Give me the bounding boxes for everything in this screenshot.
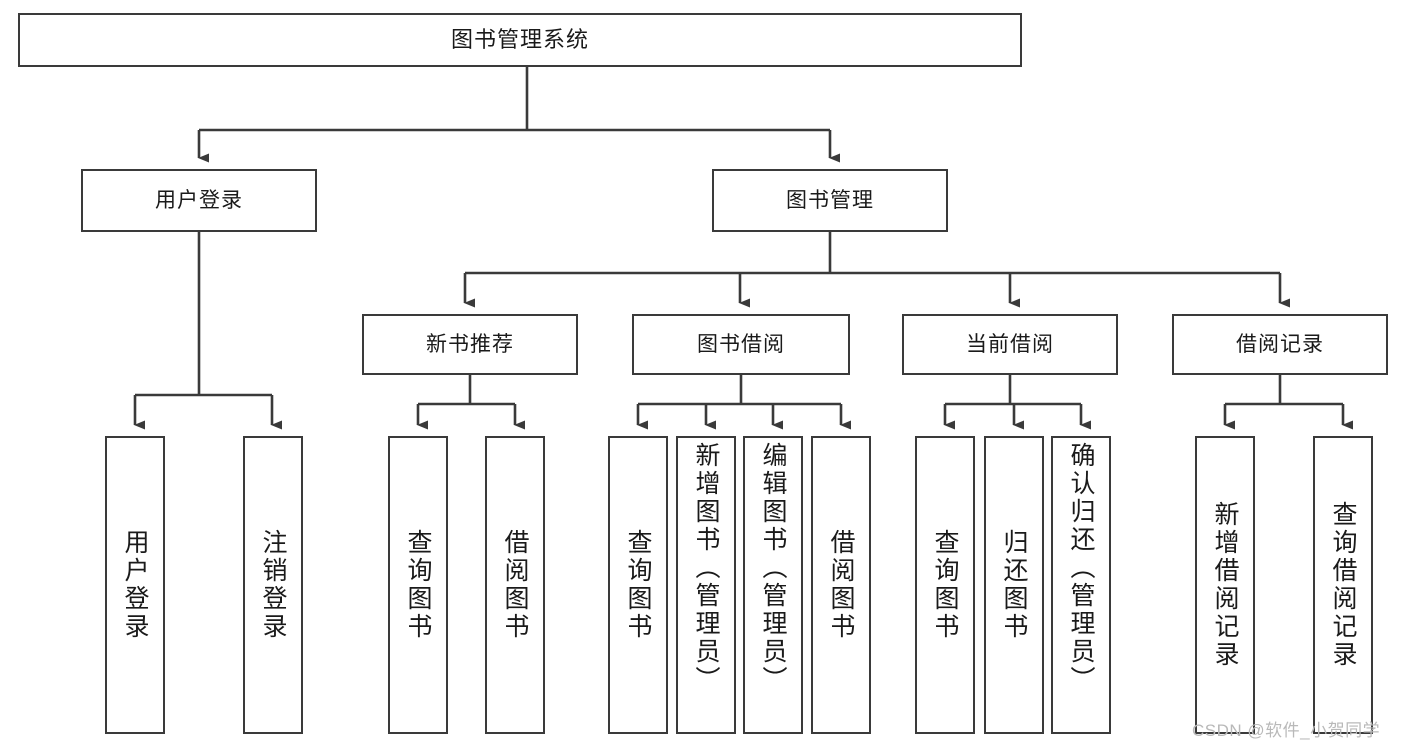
node-leaf-query-book-3-label: 查询图书 <box>931 529 959 641</box>
node-leaf-query-book-2[interactable]: 查询图书 <box>608 436 668 734</box>
node-book-borrow-label: 图书借阅 <box>697 332 785 356</box>
node-leaf-query-book-2-label: 查询图书 <box>624 529 652 641</box>
node-current-borrow-label: 当前借阅 <box>966 332 1054 356</box>
node-borrow-record-label: 借阅记录 <box>1236 332 1324 356</box>
node-leaf-query-book-1-label: 查询图书 <box>404 529 432 641</box>
node-leaf-edit-book-admin[interactable]: 编辑图书（管理员） <box>743 436 803 734</box>
node-leaf-borrow-book-1[interactable]: 借阅图书 <box>485 436 545 734</box>
node-leaf-query-book-1[interactable]: 查询图书 <box>388 436 448 734</box>
node-leaf-borrow-book-2-label: 借阅图书 <box>827 529 855 641</box>
node-leaf-borrow-book-1-label: 借阅图书 <box>501 529 529 641</box>
csdn-watermark: CSDN @软件_小贺同学 <box>1192 721 1381 740</box>
node-leaf-return-book[interactable]: 归还图书 <box>984 436 1044 734</box>
node-borrow-record[interactable]: 借阅记录 <box>1172 314 1388 375</box>
node-leaf-confirm-return-admin-label: 确认归还（管理员） <box>1067 442 1095 694</box>
node-user-login-label: 用户登录 <box>155 188 243 212</box>
node-leaf-user-login-label: 用户登录 <box>121 529 149 641</box>
node-book-manage[interactable]: 图书管理 <box>712 169 948 232</box>
node-leaf-return-book-label: 归还图书 <box>1000 529 1028 641</box>
node-leaf-query-book-3[interactable]: 查询图书 <box>915 436 975 734</box>
node-leaf-add-book-admin[interactable]: 新增图书（管理员） <box>676 436 736 734</box>
node-leaf-query-borrow-record-label: 查询借阅记录 <box>1329 501 1357 669</box>
node-book-manage-label: 图书管理 <box>786 188 874 212</box>
node-new-book-recommend-label: 新书推荐 <box>426 332 514 356</box>
node-root-label: 图书管理系统 <box>450 26 589 52</box>
node-current-borrow[interactable]: 当前借阅 <box>902 314 1118 375</box>
node-leaf-confirm-return-admin[interactable]: 确认归还（管理员） <box>1051 436 1111 734</box>
node-leaf-logout-login[interactable]: 注销登录 <box>243 436 303 734</box>
node-user-login[interactable]: 用户登录 <box>81 169 317 232</box>
node-new-book-recommend[interactable]: 新书推荐 <box>362 314 578 375</box>
node-leaf-add-borrow-record[interactable]: 新增借阅记录 <box>1195 436 1255 734</box>
node-leaf-borrow-book-2[interactable]: 借阅图书 <box>811 436 871 734</box>
node-leaf-edit-book-admin-label: 编辑图书（管理员） <box>759 442 787 694</box>
node-leaf-logout-login-label: 注销登录 <box>259 529 287 641</box>
node-leaf-add-borrow-record-label: 新增借阅记录 <box>1211 501 1239 669</box>
node-root[interactable]: 图书管理系统 <box>18 13 1022 67</box>
node-leaf-add-book-admin-label: 新增图书（管理员） <box>692 442 720 694</box>
node-leaf-query-borrow-record[interactable]: 查询借阅记录 <box>1313 436 1373 734</box>
node-leaf-user-login[interactable]: 用户登录 <box>105 436 165 734</box>
node-book-borrow[interactable]: 图书借阅 <box>632 314 850 375</box>
